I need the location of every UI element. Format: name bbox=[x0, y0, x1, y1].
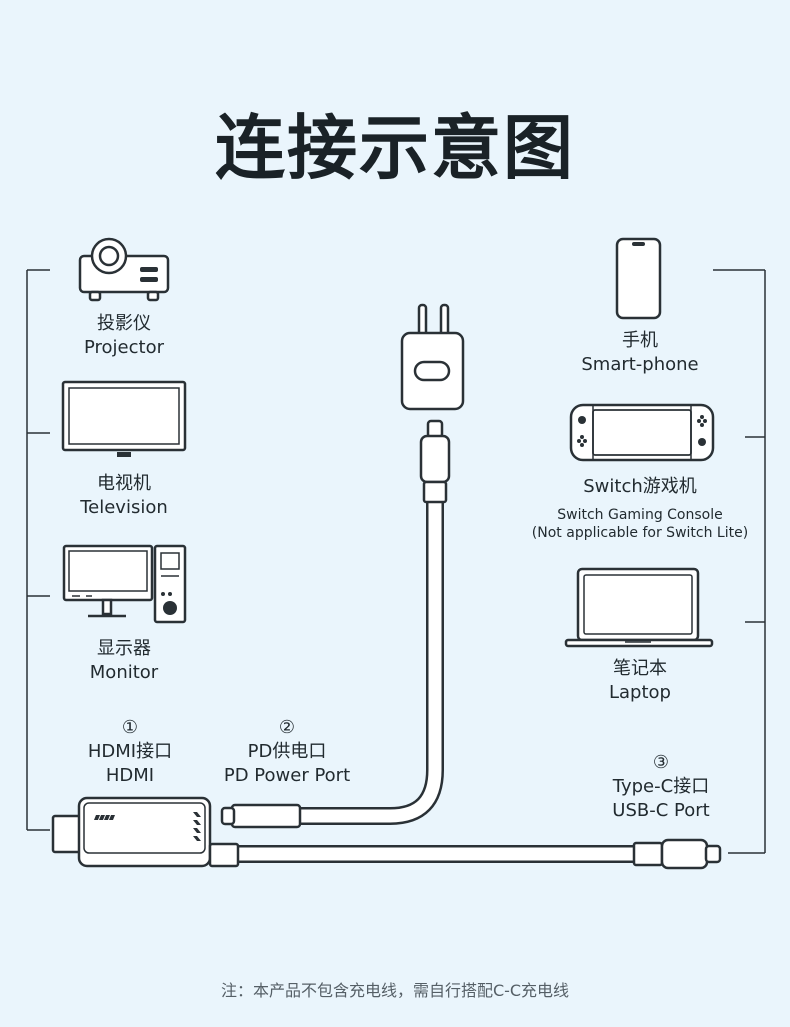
footnote: 注：本产品不包含充电线，需自行搭配C-C充电线 bbox=[220, 981, 570, 1000]
power-adapter-icon bbox=[400, 303, 465, 411]
television-label: 电视机 Television bbox=[80, 473, 168, 518]
laptop-label: 笔记本 Laptop bbox=[609, 658, 671, 703]
usb-c-port-label: ③ Type-C接口 USB-C Port bbox=[612, 752, 710, 821]
monitor-label: 显示器 Monitor bbox=[89, 638, 159, 683]
page-title: 连接示意图 bbox=[215, 107, 575, 189]
projector-icon bbox=[78, 237, 170, 302]
smartphone-label: 手机 Smart-phone bbox=[581, 330, 699, 375]
right-bracket bbox=[713, 269, 766, 854]
switch-sub-label: Switch Gaming Console (Not applicable fo… bbox=[531, 507, 749, 541]
television-icon bbox=[61, 380, 187, 457]
usb-c-plug-adapter bbox=[419, 419, 451, 504]
projector-label: 投影仪 Projector bbox=[84, 313, 164, 358]
switch-console-icon bbox=[569, 403, 715, 462]
hdmi-adapter-body[interactable] bbox=[51, 796, 240, 868]
usb-c-plug-device[interactable] bbox=[632, 838, 722, 870]
laptop-icon bbox=[564, 567, 714, 648]
hdmi-port-label: ① HDMI接口 HDMI bbox=[87, 717, 173, 786]
switch-label: Switch游戏机 bbox=[583, 476, 697, 497]
left-bracket bbox=[26, 269, 50, 831]
pd-port-connector[interactable] bbox=[220, 803, 302, 829]
pd-port-label: ② PD供电口 PD Power Port bbox=[223, 717, 351, 786]
cable-assembly bbox=[229, 491, 643, 863]
smartphone-icon bbox=[615, 237, 662, 320]
monitor-icon bbox=[62, 544, 187, 624]
